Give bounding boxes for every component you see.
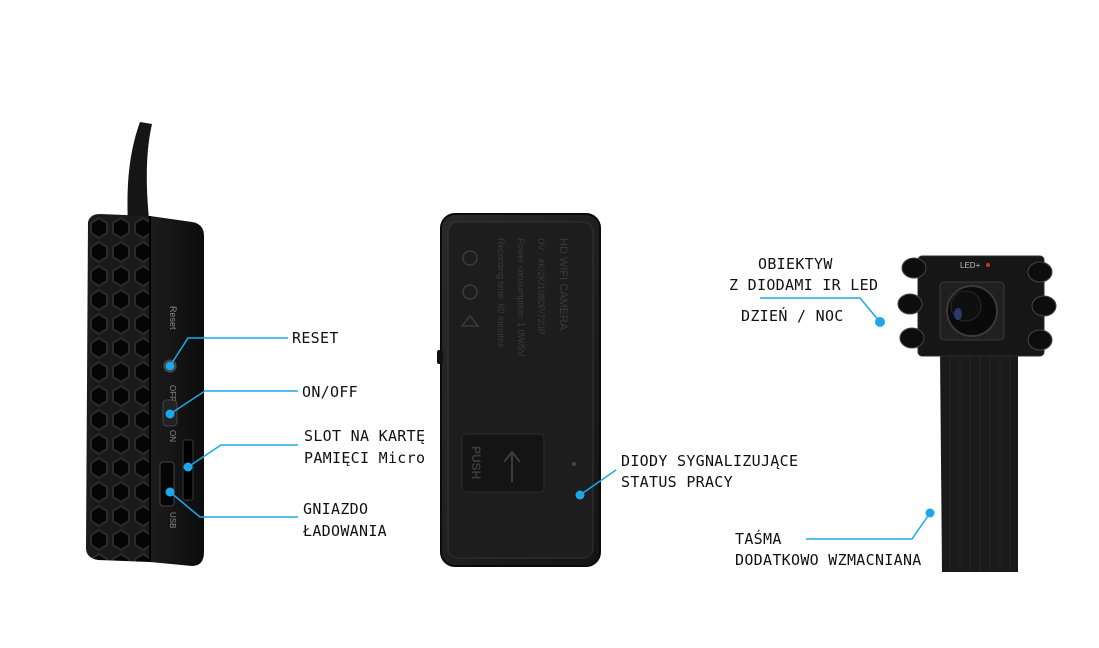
callout-dot-reset bbox=[165, 361, 175, 371]
callout-dots bbox=[165, 317, 935, 518]
callout-line-onoff bbox=[169, 390, 298, 415]
push-card-area bbox=[461, 433, 545, 493]
back-title-text: HD WIFI CAMERA bbox=[557, 238, 569, 331]
usb-port bbox=[159, 461, 175, 507]
label-gniazdo-line2: ŁADOWANIA bbox=[303, 522, 387, 540]
back-ce-mark bbox=[462, 250, 478, 266]
callout-line-tasma bbox=[806, 512, 931, 540]
label-diody-line2: STATUS PRACY bbox=[621, 473, 733, 491]
callout-dot-obiektyw bbox=[875, 317, 885, 327]
callout-dot-slot bbox=[183, 462, 193, 472]
status-led bbox=[572, 462, 576, 466]
label-slot-line2: PAMIĘCI Micro bbox=[304, 449, 426, 467]
side-on-text: ON bbox=[168, 430, 177, 442]
label-onoff: ON/OFF bbox=[302, 383, 358, 401]
side-usb-text: USB bbox=[168, 512, 177, 528]
back-power-text: Power consumption: 1.0W/5V bbox=[516, 238, 526, 357]
label-obiektyw-line1: OBIEKTYW bbox=[758, 255, 833, 273]
ir-leds-left bbox=[897, 257, 927, 349]
label-obiektyw-line2: Z DIODAMI IR LED bbox=[729, 276, 879, 294]
callout-dot-diody bbox=[575, 490, 585, 500]
label-slot-line1: SLOT NA KARTĘ bbox=[304, 427, 426, 445]
ribbon-strap bbox=[940, 350, 1018, 572]
label-obiektyw-line3: DZIEŃ / NOC bbox=[741, 307, 844, 325]
callout-line-diody bbox=[579, 469, 617, 496]
callout-line-obiektyw bbox=[760, 297, 881, 323]
back-recycle-mark bbox=[460, 314, 480, 327]
label-tasma-line2: DODATKOWO WZMACNIANA bbox=[735, 551, 922, 569]
callout-lines bbox=[169, 297, 931, 540]
callout-dot-onoff bbox=[165, 409, 175, 419]
ir-leds-right bbox=[1027, 261, 1057, 351]
device-back-view: HD WIFI CAMERA DV : 4K/2K/1080P/720P Pow… bbox=[437, 213, 601, 567]
cable bbox=[127, 122, 152, 228]
callout-dot-gniazdo bbox=[165, 487, 175, 497]
module-led-text: LED+ bbox=[960, 261, 981, 270]
label-gniazdo-line1: GNIAZDO bbox=[303, 500, 369, 518]
label-tasma-line1: TAŚMA bbox=[735, 530, 782, 548]
side-reset-text: Reset bbox=[168, 306, 178, 330]
callout-line-reset bbox=[169, 337, 288, 367]
back-model-text: DV : 4K/2K/1080P/720P bbox=[536, 238, 546, 335]
callout-line-slot bbox=[187, 444, 298, 468]
label-diody-line1: DIODY SYGNALIZUJĄCE bbox=[621, 452, 799, 470]
label-reset: RESET bbox=[292, 329, 339, 347]
side-off-text: OFF bbox=[168, 385, 177, 401]
push-text: PUSH bbox=[469, 446, 483, 479]
callout-line-gniazdo bbox=[169, 491, 298, 518]
device-side-view: Reset OFF ON USB bbox=[86, 122, 204, 566]
back-recording-text: Recording time: 60 minutes bbox=[496, 238, 506, 348]
back-fcc-mark bbox=[462, 284, 478, 300]
callout-dot-tasma bbox=[925, 508, 935, 518]
camera-module: LED+ bbox=[897, 255, 1057, 572]
